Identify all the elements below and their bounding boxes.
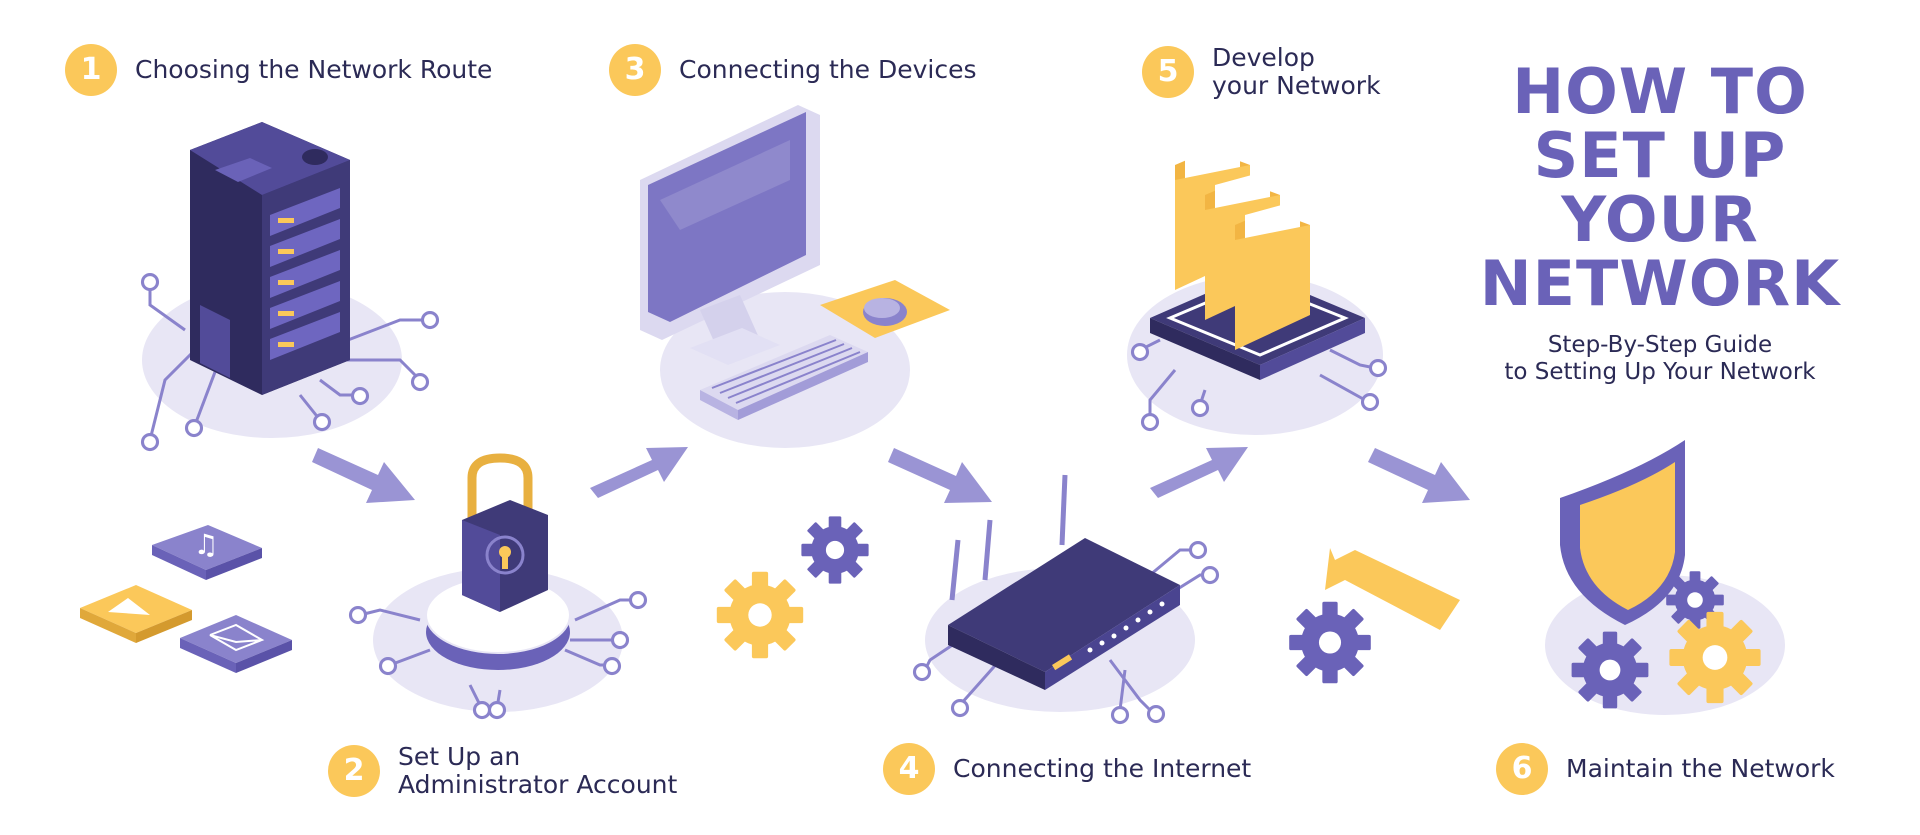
title-line-1: HOW TO xyxy=(1512,55,1808,128)
shield-icon xyxy=(1545,440,1785,715)
title-block: HOW TO SET UP YOUR NETWORK Step-By-Step … xyxy=(1470,60,1850,386)
padlock-icon xyxy=(348,453,648,720)
router-icon xyxy=(912,474,1220,725)
step-2: 2 Set Up an Administrator Account xyxy=(328,743,677,799)
step-5: 5 Develop your Network xyxy=(1142,44,1381,100)
step-4-label: Connecting the Internet xyxy=(953,754,1252,783)
svg-text:♫: ♫ xyxy=(193,528,218,561)
title-line-4: NETWORK xyxy=(1479,247,1841,320)
gear-icon xyxy=(1289,601,1371,684)
step-1-label: Choosing the Network Route xyxy=(135,55,493,84)
server-icon xyxy=(140,122,440,452)
arrow-icon xyxy=(1325,548,1460,630)
step-1: 1 Choosing the Network Route xyxy=(65,44,492,96)
step-2-badge: 2 xyxy=(328,745,380,797)
gear-icon xyxy=(801,516,869,584)
music-file-icon: ♫ xyxy=(152,525,262,580)
title-line-3: YOUR xyxy=(1561,183,1759,256)
subtitle-line-2: to Setting Up Your Network xyxy=(1504,359,1816,385)
step-1-badge: 1 xyxy=(65,44,117,96)
step-5-label-line-2: your Network xyxy=(1212,71,1381,100)
step-3-label: Connecting the Devices xyxy=(679,55,977,84)
step-6-badge: 6 xyxy=(1496,743,1548,795)
subtitle-line-1: Step-By-Step Guide xyxy=(1547,332,1773,358)
step-3: 3 Connecting the Devices xyxy=(609,44,976,96)
gear-icon xyxy=(716,571,804,659)
step-4: 4 Connecting the Internet xyxy=(883,743,1251,795)
step-4-badge: 4 xyxy=(883,743,935,795)
arrow-icon xyxy=(1368,448,1470,503)
computer-icon xyxy=(640,105,950,448)
step-6: 6 Maintain the Network xyxy=(1496,743,1835,795)
arrow-icon xyxy=(888,448,992,503)
step-6-label: Maintain the Network xyxy=(1566,754,1835,783)
step-5-label-line-1: Develop xyxy=(1212,43,1315,72)
title-line-2: SET UP xyxy=(1533,119,1787,192)
image-file-icon xyxy=(80,585,192,643)
arrow-icon xyxy=(590,447,688,498)
step-5-badge: 5 xyxy=(1142,46,1194,98)
step-2-label-line-1: Set Up an xyxy=(398,742,521,771)
step-2-label-line-2: Administrator Account xyxy=(398,770,678,799)
step-3-badge: 3 xyxy=(609,44,661,96)
mail-icon xyxy=(180,615,292,673)
folders-icon xyxy=(1127,140,1388,435)
arrow-icon xyxy=(312,448,415,503)
arrow-icon xyxy=(1150,447,1248,498)
